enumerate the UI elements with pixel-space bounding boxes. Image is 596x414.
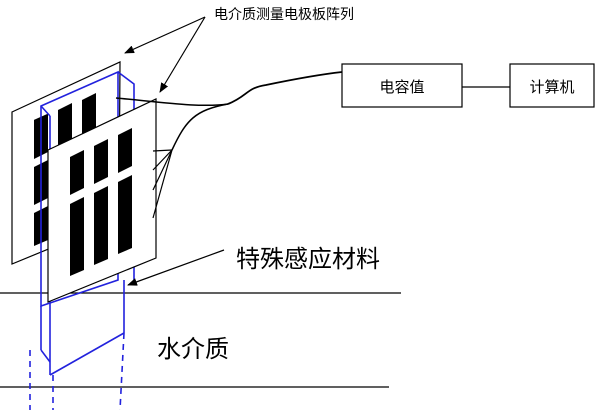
- arrow-to-sensing-material: [127, 249, 225, 286]
- wire-branch-1: [152, 149, 173, 152]
- arrow-to-back-plate: [124, 16, 206, 54]
- wire-trunk: [171, 103, 229, 151]
- sensing-material-dashed-legs: [29, 332, 125, 411]
- wire-branch-2: [152, 149, 173, 171]
- wire-branch-4: [152, 149, 173, 219]
- wire-to-back-plate: [115, 97, 229, 107]
- computer-label: 计算机: [529, 78, 574, 96]
- water-medium-label: 水介质: [157, 335, 229, 363]
- wire-branch-3: [152, 149, 173, 191]
- arrow-to-front-plate: [159, 16, 206, 93]
- computer-box: [509, 63, 595, 108]
- capacitance-label: 电容值: [379, 78, 424, 96]
- wire-to-instrument: [227, 71, 343, 105]
- front-electrode-plate: [47, 98, 157, 303]
- electrode-array-label: 电介质测量电极板阵列: [214, 7, 354, 23]
- capacitance-box: [341, 63, 463, 108]
- sensing-material-label: 特殊感应材料: [236, 245, 380, 273]
